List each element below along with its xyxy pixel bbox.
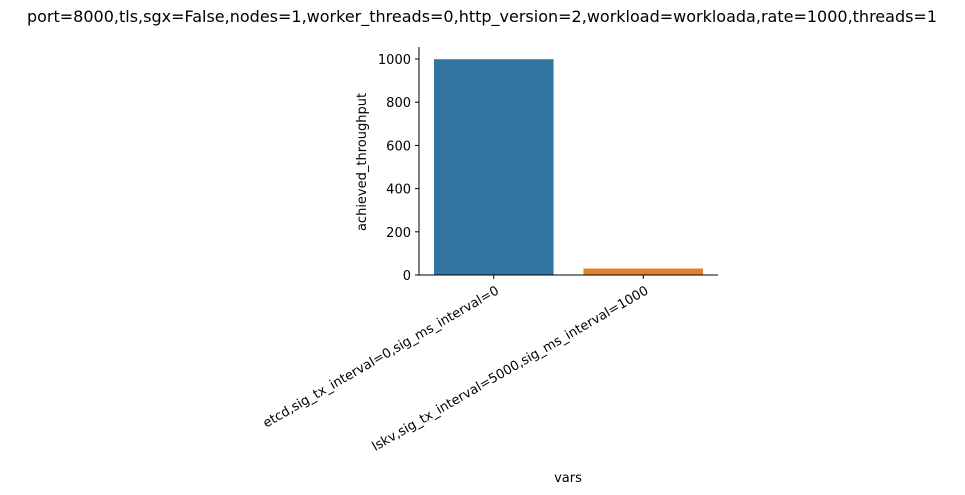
bars-group xyxy=(433,59,704,275)
y-tick-label: 1000 xyxy=(378,53,411,68)
x-tick-label: etcd,sig_tx_interval=0,sig_ms_interval=0 xyxy=(261,283,502,431)
y-tick-label: 800 xyxy=(386,96,411,111)
y-tick-label: 600 xyxy=(386,139,411,154)
bar-2 xyxy=(583,268,704,275)
x-tick-label: lskv,sig_tx_interval=5000,sig_ms_interva… xyxy=(370,283,652,454)
x-axis-label: vars xyxy=(554,471,582,486)
x-axis: etcd,sig_tx_interval=0,sig_ms_interval=0… xyxy=(261,274,718,455)
y-axis: 0 200 400 600 800 1000 xyxy=(378,47,420,284)
bar-1 xyxy=(433,59,554,275)
y-axis-label: achieved_throughput xyxy=(355,93,370,231)
y-tick-label: 400 xyxy=(386,183,411,198)
y-tick-label: 0 xyxy=(403,269,411,284)
chart-title: port=8000,tls,sgx=False,nodes=1,worker_t… xyxy=(27,7,937,27)
y-tick-label: 200 xyxy=(386,226,411,241)
